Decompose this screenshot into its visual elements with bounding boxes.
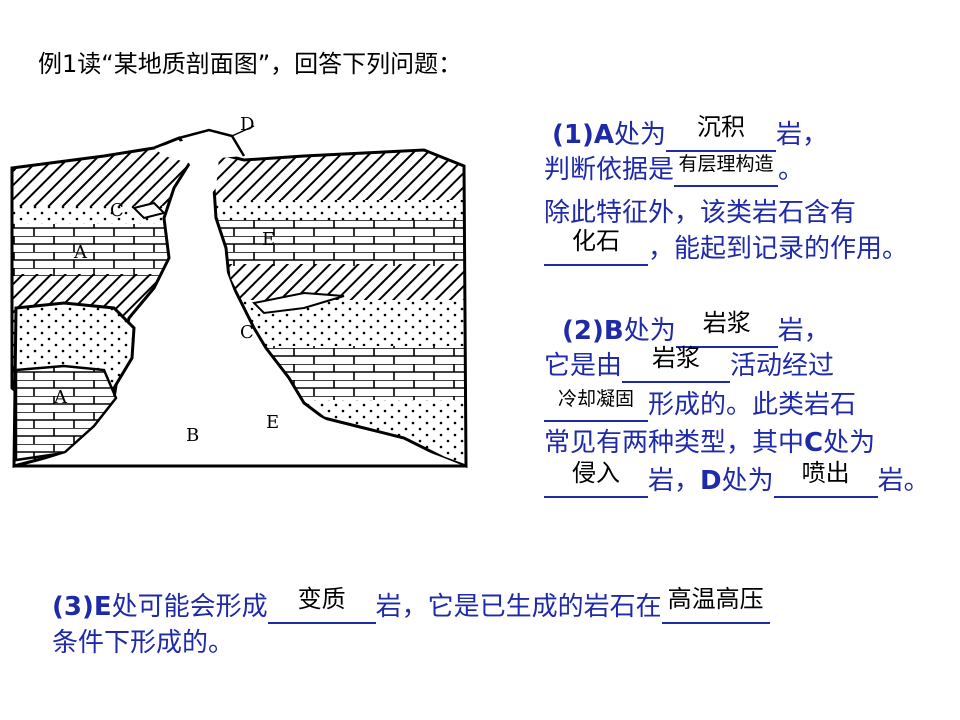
q2-blank-5: 喷出: [773, 459, 878, 498]
q1-blank-3: 化石: [544, 227, 648, 266]
figure-label-e2: E: [266, 412, 279, 433]
figure-label-a1: A: [73, 242, 88, 263]
q2-line3: 冷却凝固形成的。此类岩石: [544, 388, 856, 422]
q3-line2: 条件下形成的。: [52, 628, 235, 658]
figure-label-c1: C: [110, 200, 124, 221]
q1-line2: 判断依据是有层理构造。: [544, 153, 805, 187]
geologic-section-figure: D C A E C A E B: [10, 114, 468, 469]
q2-blank-1: 岩浆: [675, 309, 778, 348]
q2-blank-4: 侵入: [544, 459, 648, 498]
figure-label-d: D: [240, 114, 254, 135]
figure-label-b: B: [186, 425, 199, 446]
figure-label-c2: C: [240, 322, 254, 343]
figure-label-e1: E: [262, 229, 275, 250]
q1-line3: 除此特征外，该类岩石含有: [544, 198, 857, 228]
q1-line4: 化石，能起到记录的作用。: [544, 227, 908, 266]
q3-line1: (3)E处可能会形成变质岩，它是已生成的岩石在高温高压: [52, 585, 770, 624]
q1-line1: (1)A处为沉积岩，: [552, 113, 829, 152]
q2-line4: 常见有两种类型，其中C处为: [544, 428, 876, 458]
q1-blank-1: 沉积: [666, 113, 776, 152]
q3-blank-1: 变质: [267, 585, 376, 624]
page-title: 例1读“某地质剖面图”，回答下列问题：: [38, 50, 463, 78]
q2-blank-3: 冷却凝固: [544, 388, 648, 422]
q2-line5: 侵入岩，D处为喷出岩。: [544, 459, 930, 498]
q2-blank-2: 岩浆: [622, 344, 731, 383]
q2-line1: (2)B处为岩浆岩，: [562, 309, 830, 348]
q3-blank-2: 高温高压: [661, 585, 770, 624]
figure-label-a2: A: [53, 387, 68, 408]
q2-line2: 它是由岩浆活动经过: [544, 344, 835, 383]
q1-blank-2: 有层理构造: [674, 153, 779, 187]
